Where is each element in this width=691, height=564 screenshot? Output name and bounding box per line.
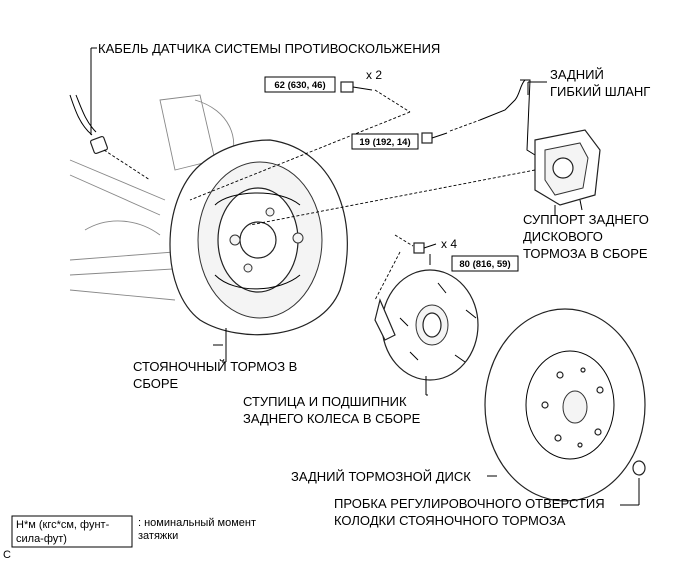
torque-box-80: 80 (816, 59)	[451, 255, 519, 272]
bolt-19	[421, 119, 481, 144]
legend-box-line1: Н*м (кгс*см, фунт-	[16, 519, 110, 531]
svg-text:19 (192, 14): 19 (192, 14)	[359, 137, 410, 148]
caliper-label-line2: ДИСКОВОГО	[523, 229, 603, 244]
bolt-62	[189, 81, 411, 201]
plug-label-line2: КОЛОДКИ СТОЯНОЧНОГО ТОРМОЗА	[334, 513, 566, 528]
plug-label-line1: ПРОБКА РЕГУЛИРОВОЧНОГО ОТВЕРСТИЯ	[334, 496, 605, 511]
parking-brake-label-line1: СТОЯНОЧНЫЙ ТОРМОЗ В	[133, 359, 297, 374]
svg-text:62 (630, 46): 62 (630, 46)	[274, 80, 325, 91]
torque-legend: Н*м (кгс*см, фунт- сила-фут) : номинальн…	[11, 515, 256, 548]
caliper-label-line1: СУППОРТ ЗАДНЕГО	[523, 212, 649, 227]
corner-mark: C	[3, 549, 11, 561]
hose-label-line2: ГИБКИЙ ШЛАНГ	[550, 84, 650, 99]
rear-flexible-hose	[479, 79, 547, 156]
legend-box-line2: сила-фут)	[16, 533, 67, 545]
qty-80: x 4	[441, 237, 457, 251]
disc-label: ЗАДНИЙ ТОРМОЗНОЙ ДИСК	[291, 469, 471, 484]
caliper-assembly	[249, 129, 601, 226]
hub-label-line2: ЗАДНЕГО КОЛЕСА В СБОРЕ	[243, 411, 421, 426]
hose-label-line1: ЗАДНИЙ	[550, 67, 604, 82]
torque-box-62: 62 (630, 46)	[264, 76, 336, 93]
hub-label-line1: СТУПИЦА И ПОДШИПНИК	[243, 394, 407, 409]
torque-box-19: 19 (192, 14)	[351, 133, 419, 150]
parking-brake-assembly	[169, 139, 348, 363]
qty-62: x 2	[366, 68, 382, 82]
svg-text:80 (816, 59): 80 (816, 59)	[459, 259, 510, 270]
adjust-hole-plug	[620, 460, 646, 506]
legend-desc-line1: : номинальный момент	[138, 517, 256, 529]
brake-disc	[484, 308, 646, 502]
bolt-80	[374, 234, 437, 301]
abs-cable-label: КАБЕЛЬ ДАТЧИКА СИСТЕМЫ ПРОТИВОСКОЛЬЖЕНИЯ	[98, 41, 440, 56]
axle-hub-assembly	[374, 269, 479, 396]
abs-sensor-cable	[69, 47, 151, 181]
caliper-label-line3: ТОРМОЗА В СБОРЕ	[523, 246, 648, 261]
legend-desc-line2: затяжки	[138, 530, 178, 542]
parking-brake-label-line2: СБОРЕ	[133, 376, 179, 391]
